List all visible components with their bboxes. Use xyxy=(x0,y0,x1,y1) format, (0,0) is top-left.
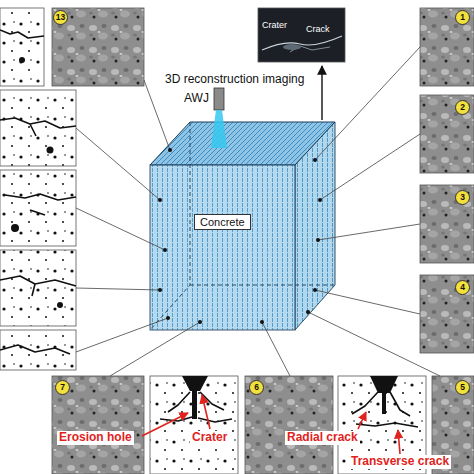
callout-number: 1 xyxy=(455,10,470,25)
callout-number: 4 xyxy=(455,280,470,295)
callout-number: 6 xyxy=(249,380,264,395)
leader-lines xyxy=(76,47,440,376)
feature-label: Erosion hole xyxy=(57,431,134,445)
waterjet-nozzle xyxy=(211,88,227,148)
crater-holes xyxy=(11,57,398,419)
feature-label: Transverse crack xyxy=(349,455,451,469)
imaging-arrow xyxy=(321,66,322,120)
callout-number: 3 xyxy=(455,190,470,205)
node-text: Concrete xyxy=(200,216,245,228)
feature-label: Crater xyxy=(190,431,229,445)
image-label: Crater xyxy=(262,20,287,30)
annotation-arrows xyxy=(142,395,400,454)
callout-number: 7 xyxy=(55,380,70,395)
ct-tiles xyxy=(0,8,474,474)
callout-number: 2 xyxy=(455,100,470,115)
crack-lines xyxy=(0,30,418,427)
image-label: Crack xyxy=(306,24,330,34)
feature-label: Radial crack xyxy=(285,431,360,445)
section-dots xyxy=(158,148,322,324)
jet-label: AWJ xyxy=(182,92,211,106)
callout-number: 5 xyxy=(455,380,470,395)
concrete-cube xyxy=(150,122,335,330)
callout-number: 13 xyxy=(53,10,68,25)
material-box: Concrete xyxy=(194,214,251,230)
reconstruction-image xyxy=(258,8,345,62)
caption-text: 3D reconstruction imaging xyxy=(163,73,306,87)
